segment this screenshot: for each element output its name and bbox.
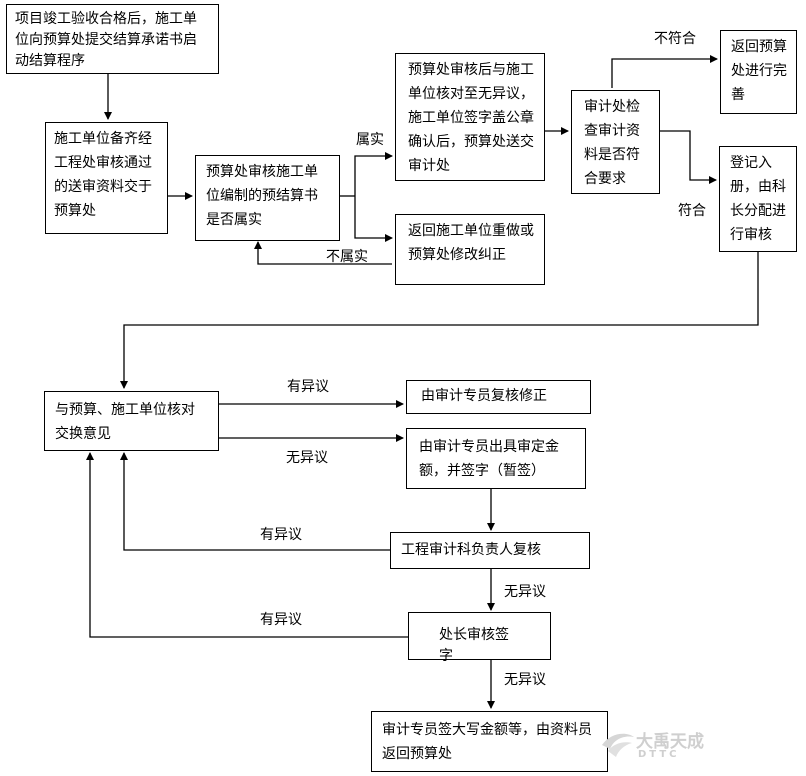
node-send-to-audit: 预算处审核后与施工单位核对至无异议，施工单位签字盖公章确认后，预算处送交审计处 [395,53,545,181]
label-shushi: 属实 [356,132,384,148]
node-verify-budget: 预算处审核施工单位编制的预结算书是否属实 [195,155,340,241]
edge-b12-b9 [120,452,390,551]
watermark-text: 大禹天成 [636,732,704,752]
edge-b3-b5 [354,196,393,242]
node-return-improve: 返回预算处进行完善 [720,30,797,114]
edge-b8-b9 [120,252,759,389]
label-fuhe: 符合 [678,203,706,219]
label-youyiyi-1: 有异议 [287,379,329,395]
node-submit-materials: 施工单位备齐经工程处审核通过的送审资料交于预算处 [45,122,168,234]
node-review-correct: 由审计专员复核修正 [406,380,591,414]
label-youyiyi-2: 有异议 [260,527,302,543]
node-issue-amount: 由审计专员出具审定金额，并签字（暂签） [406,428,586,489]
node-director-sign: 处长审核签字 [408,612,551,664]
label-bufuhe: 不符合 [654,31,696,47]
node-section-chief-review: 工程审计科负责人复核 [390,532,590,569]
watermark-subtext: DTTC [638,749,680,760]
edge-b3-b4 [354,152,393,196]
node-start-settlement: 项目竣工验收合格后，施工单位向预算处提交结算承诺书启动结算程序 [6,4,219,74]
node-return-redo: 返回施工单位重做或预算处修改纠正 [395,214,545,285]
swoosh-icon [602,733,634,757]
label-wuyiyi-1: 无异议 [286,450,328,466]
edge-b13-b9 [86,452,408,638]
edge-b5-b3 [254,241,392,265]
label-wuyiyi-2: 无异议 [504,584,546,600]
edge-b6-b8 [660,130,717,184]
edge-b6-b7 [611,55,718,88]
node-return-budget: 审计专员签大写金额等，由资料员返回预算处 [371,711,608,772]
node-register-assign: 登记入册，由科长分配进行审核 [719,146,797,252]
node-audit-check: 审计处检查审计资料是否符合要求 [571,90,660,194]
label-youyiyi-3: 有异议 [260,612,302,628]
label-wuyiyi-3: 无异议 [504,672,546,688]
label-bushushi: 不属实 [326,249,368,265]
node-exchange-opinions: 与预算、施工单位核对交换意见 [44,391,219,451]
